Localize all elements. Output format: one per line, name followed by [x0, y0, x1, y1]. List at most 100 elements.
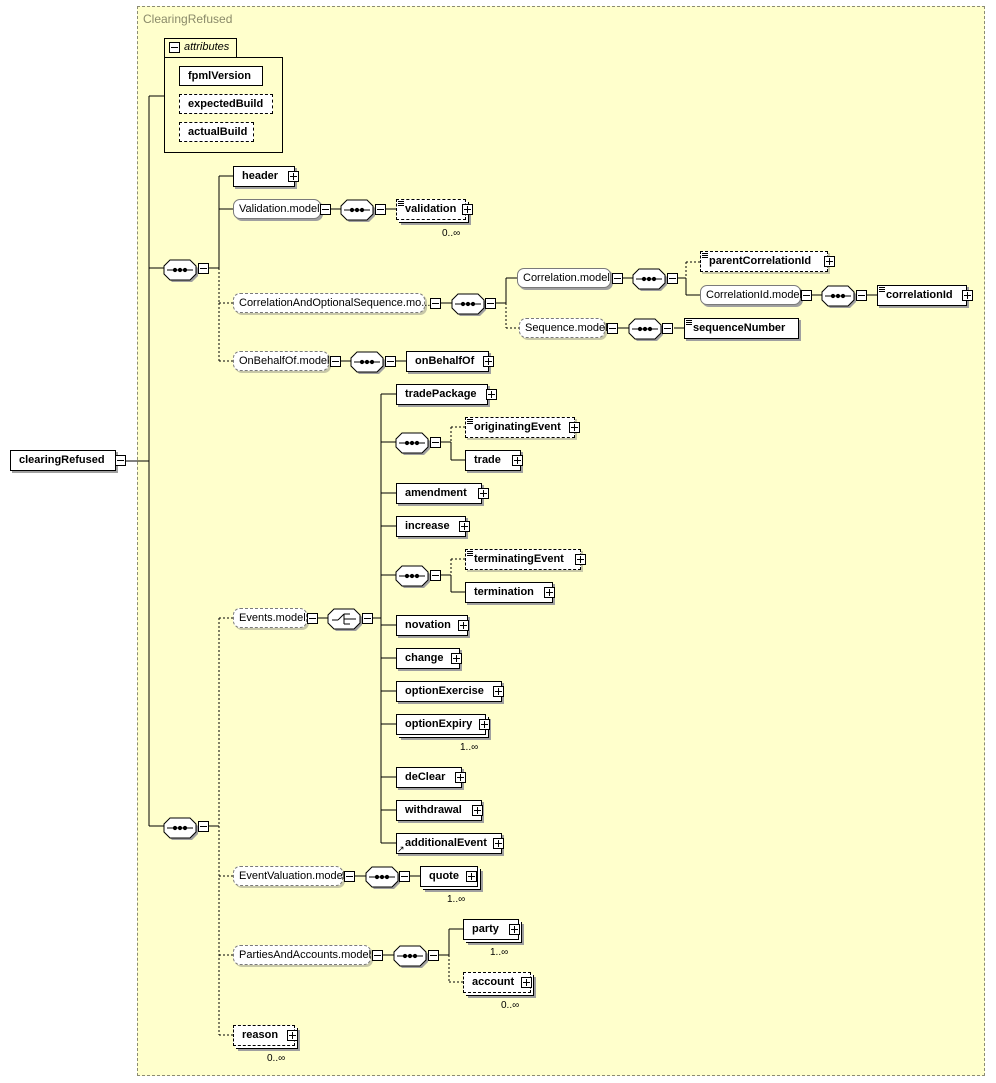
quote-cardinality: 1..∞	[447, 894, 466, 905]
plus-toggle-icon[interactable]	[824, 256, 835, 267]
minus-toggle-icon[interactable]	[607, 323, 618, 334]
minus-toggle-icon[interactable]	[115, 455, 126, 466]
party-element[interactable]: party	[463, 919, 519, 940]
header-element[interactable]: header	[233, 166, 295, 187]
plus-toggle-icon[interactable]	[486, 389, 497, 400]
correlation-id-element[interactable]: correlationId	[877, 285, 967, 306]
plus-toggle-icon[interactable]	[458, 620, 469, 631]
minus-toggle-icon[interactable]	[307, 613, 318, 624]
root-element[interactable]: clearingRefused	[10, 450, 116, 471]
minus-toggle-icon[interactable]	[385, 356, 396, 367]
termination-element[interactable]: termination	[465, 582, 553, 603]
documentation-icon	[702, 253, 708, 258]
plus-toggle-icon[interactable]	[483, 356, 494, 367]
attribute-actualbuild[interactable]: actualBuild	[179, 122, 254, 142]
plus-toggle-icon[interactable]	[544, 587, 555, 598]
documentation-icon	[467, 551, 473, 556]
plus-toggle-icon[interactable]	[459, 521, 470, 532]
plus-toggle-icon[interactable]	[466, 871, 477, 882]
plus-toggle-icon[interactable]	[479, 719, 490, 730]
withdrawal-element[interactable]: withdrawal	[396, 800, 482, 821]
minus-toggle-icon[interactable]	[430, 437, 441, 448]
minus-toggle-icon[interactable]	[198, 263, 209, 274]
attributes-box	[164, 57, 283, 153]
validation-model-group[interactable]: Validation.model	[233, 199, 321, 219]
plus-toggle-icon[interactable]	[287, 1030, 298, 1041]
reference-arrow-icon: ↗	[397, 844, 405, 854]
documentation-icon	[879, 287, 885, 292]
plus-toggle-icon[interactable]	[455, 772, 466, 783]
plus-toggle-icon[interactable]	[478, 488, 489, 499]
correlation-sequence-model-group[interactable]: CorrelationAndOptionalSequence.mo...	[233, 293, 430, 313]
minus-toggle-icon[interactable]	[375, 204, 386, 215]
quote-element[interactable]: quote	[420, 866, 478, 887]
documentation-icon	[686, 320, 692, 325]
minus-toggle-icon[interactable]	[428, 950, 439, 961]
reason-cardinality: 0..∞	[267, 1053, 286, 1064]
minus-toggle-icon[interactable]	[485, 298, 496, 309]
sequence-number-element[interactable]: sequenceNumber	[684, 318, 799, 339]
trade-package-element[interactable]: tradePackage	[396, 384, 488, 405]
minus-toggle-icon[interactable]	[667, 273, 678, 284]
plus-toggle-icon[interactable]	[575, 554, 586, 565]
minus-toggle-icon[interactable]	[330, 356, 341, 367]
plus-toggle-icon[interactable]	[493, 686, 504, 697]
change-element[interactable]: change	[396, 648, 460, 669]
minus-toggle-icon[interactable]	[801, 290, 812, 301]
minus-toggle-icon[interactable]	[362, 613, 373, 624]
plus-toggle-icon[interactable]	[462, 204, 473, 215]
originating-event-element[interactable]: originatingEvent	[465, 417, 575, 438]
attribute-expectedbuild[interactable]: expectedBuild	[179, 94, 273, 114]
parties-accounts-model-group[interactable]: PartiesAndAccounts.model	[233, 945, 371, 965]
attribute-fpmlversion[interactable]: fpmlVersion	[179, 66, 263, 86]
minus-toggle-icon[interactable]	[320, 204, 331, 215]
account-cardinality: 0..∞	[501, 1000, 520, 1011]
minus-toggle-icon[interactable]	[612, 273, 623, 284]
plus-toggle-icon[interactable]	[493, 838, 504, 849]
plus-toggle-icon[interactable]	[962, 290, 973, 301]
correlation-model-group[interactable]: Correlation.model	[517, 268, 611, 288]
plus-toggle-icon[interactable]	[509, 924, 520, 935]
sequence-model-group[interactable]: Sequence.model	[519, 318, 608, 338]
option-expiry-element[interactable]: optionExpiry	[396, 714, 486, 735]
event-valuation-model-group[interactable]: EventValuation.model	[233, 866, 345, 886]
minus-toggle-icon[interactable]	[662, 323, 673, 334]
parent-correlation-id-element[interactable]: parentCorrelationId	[700, 251, 828, 272]
events-model-group[interactable]: Events.model	[233, 608, 307, 628]
reason-element[interactable]: reason	[233, 1025, 295, 1046]
correlation-id-model-group[interactable]: CorrelationId.model	[700, 285, 802, 305]
on-behalf-of-model-group[interactable]: OnBehalfOf.model	[233, 351, 330, 371]
validation-element[interactable]: validation	[396, 199, 466, 220]
account-element[interactable]: account	[463, 972, 531, 993]
plus-toggle-icon[interactable]	[288, 171, 299, 182]
minus-toggle-icon[interactable]	[430, 298, 441, 309]
on-behalf-of-element[interactable]: onBehalfOf	[406, 351, 489, 372]
increase-element[interactable]: increase	[396, 516, 466, 537]
minus-toggle-icon[interactable]	[344, 871, 355, 882]
novation-element[interactable]: novation	[396, 615, 468, 636]
plus-toggle-icon[interactable]	[451, 653, 462, 664]
minus-toggle-icon[interactable]	[198, 821, 209, 832]
option-exercise-element[interactable]: optionExercise	[396, 681, 502, 702]
minus-toggle-icon[interactable]	[856, 290, 867, 301]
trade-element[interactable]: trade	[465, 450, 521, 471]
additional-event-element[interactable]: additionalEvent	[396, 833, 502, 854]
minus-toggle-icon[interactable]	[430, 570, 441, 581]
type-title: ClearingRefused	[143, 12, 233, 26]
amendment-element[interactable]: amendment	[396, 483, 482, 504]
validation-cardinality: 0..∞	[442, 228, 461, 239]
attributes-title: attributes	[184, 41, 230, 53]
plus-toggle-icon[interactable]	[512, 455, 523, 466]
plus-toggle-icon[interactable]	[521, 977, 532, 988]
minus-toggle-icon[interactable]	[399, 871, 410, 882]
documentation-icon	[467, 419, 473, 424]
terminating-event-element[interactable]: terminatingEvent	[465, 549, 581, 570]
minus-toggle-icon[interactable]	[372, 950, 383, 961]
documentation-icon	[398, 201, 404, 206]
plus-toggle-icon[interactable]	[569, 422, 580, 433]
party-cardinality: 1..∞	[490, 947, 509, 958]
plus-toggle-icon[interactable]	[472, 805, 483, 816]
de-clear-element[interactable]: deClear	[396, 767, 462, 788]
minus-toggle-icon[interactable]	[169, 42, 180, 53]
